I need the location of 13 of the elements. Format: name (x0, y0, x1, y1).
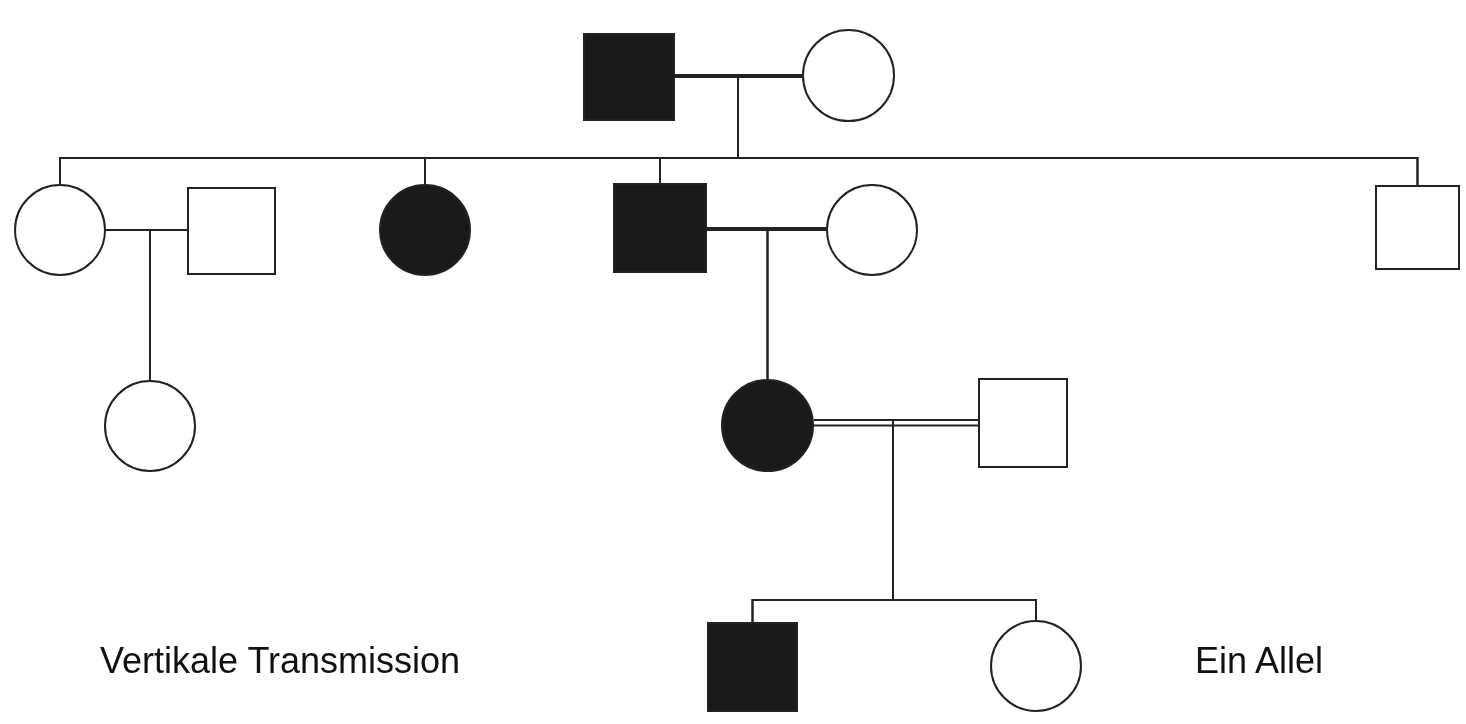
mating-line (674, 76, 803, 78)
square-symbol (978, 378, 1068, 468)
descent-line (147, 229, 188, 381)
square-symbol (1375, 185, 1460, 270)
caption-text: Vertikale Transmission (100, 640, 461, 682)
square-symbol (707, 622, 798, 712)
caption-text: Ein Allel (1195, 640, 1324, 682)
square-symbol (583, 33, 675, 121)
descent-line (766, 229, 827, 380)
square-symbol (187, 187, 276, 275)
mating-line (706, 227, 827, 229)
mating-line (813, 424, 979, 427)
square-symbol (613, 183, 707, 273)
